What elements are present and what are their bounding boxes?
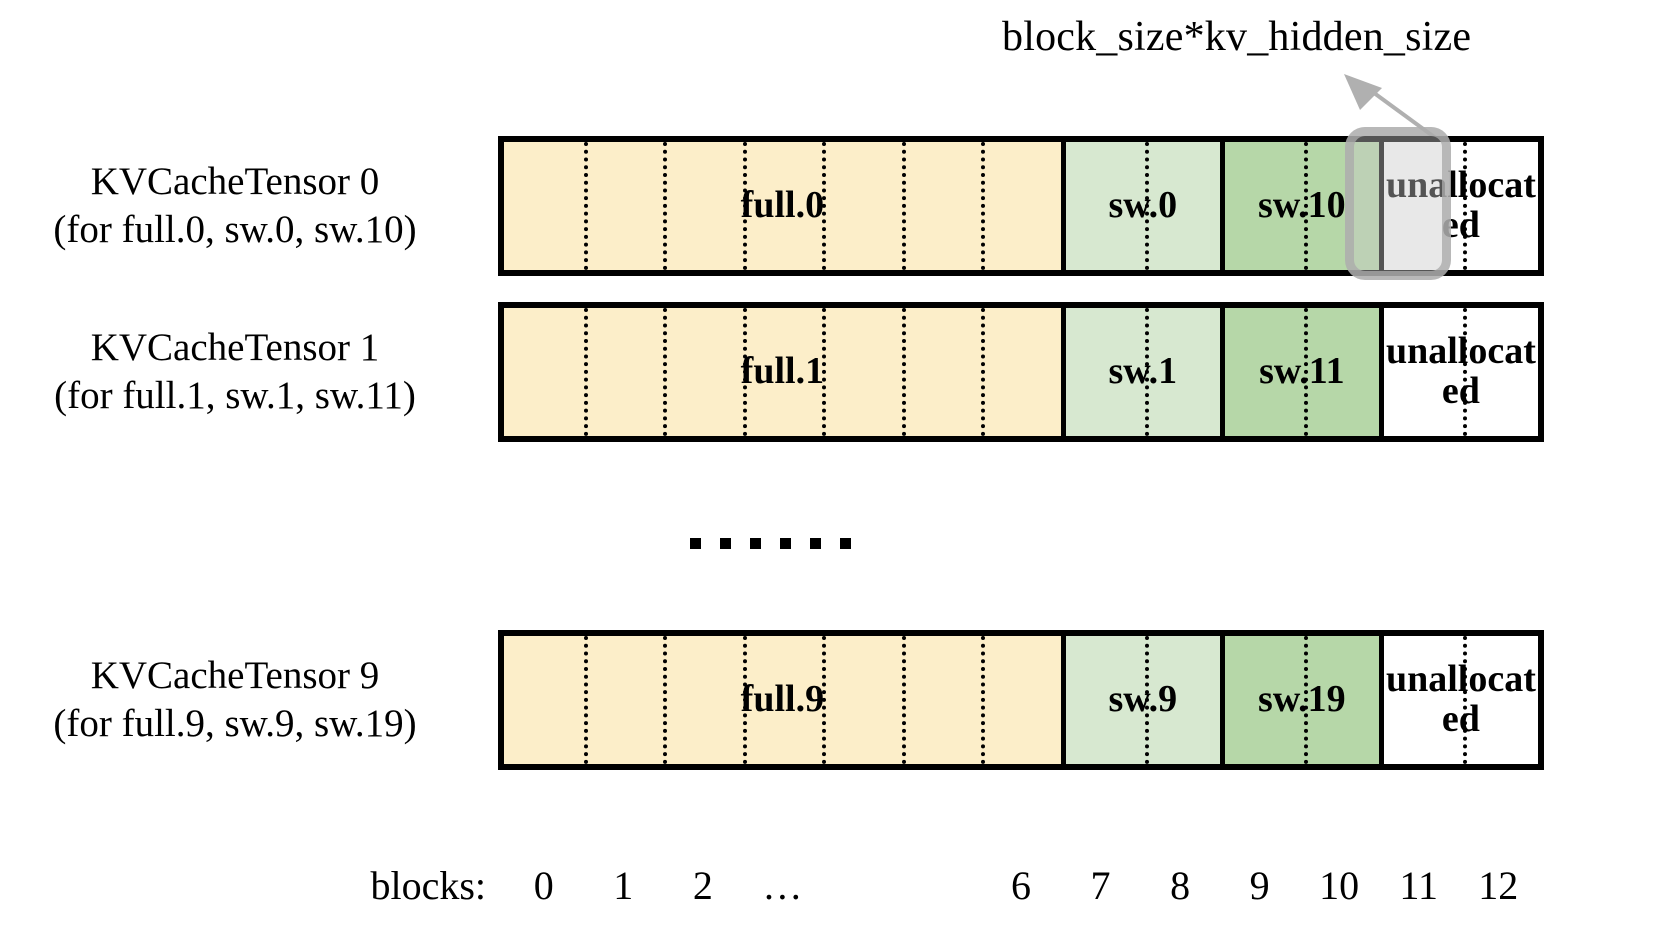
ellipsis-dot [810,538,821,549]
kvcache-bar: full.9 sw.9 sw.19 unallocated [498,630,1544,770]
bar-segment: full.0 [504,142,1061,270]
bar-segment: unallocated [1378,308,1538,436]
axis-tick: 12 [1478,863,1519,908]
block-divider [901,142,906,270]
ellipsis-dot [780,538,791,549]
bar-segment: sw.9 [1060,636,1220,764]
axis-tick: 10 [1319,863,1360,908]
axis-tick: … [762,863,803,908]
block-divider [822,142,827,270]
ellipsis-dot [840,538,851,549]
rows-ellipsis [690,538,851,549]
block-divider [901,636,906,764]
segment-label: sw.9 [1108,678,1178,721]
block-divider [1304,142,1309,270]
tensor-row: KVCacheTensor 9 (for full.9, sw.9, sw.19… [0,630,1676,770]
axis-tick: 9 [1249,863,1270,908]
segment-label: full.1 [740,350,825,393]
bar-segment: sw.0 [1060,142,1220,270]
block-divider [742,142,747,270]
block-divider [1463,308,1468,436]
segment-label: sw.10 [1258,184,1346,227]
ellipsis-dot [690,538,701,549]
row-title: KVCacheTensor 1 [90,326,380,370]
axis-tick: 1 [613,863,634,908]
row-title: KVCacheTensor 9 [90,654,380,698]
axis-tick: 2 [692,863,713,908]
bar-segment: sw.19 [1219,636,1379,764]
bar-segment: unallocated [1378,142,1538,270]
block-divider [1304,308,1309,436]
block-divider [1304,636,1309,764]
block-divider [822,308,827,436]
axis-tick: 0 [533,863,554,908]
row-subtitle: (for full.0, sw.0, sw.10) [53,208,417,251]
block-divider [1463,636,1468,764]
block-divider [663,142,668,270]
row-subtitle: (for full.1, sw.1, sw.11) [54,374,416,417]
block-divider [742,636,747,764]
segment-label: unallocated [1385,330,1536,412]
bar-segment: unallocated [1378,636,1538,764]
axis-tick: 11 [1399,863,1438,908]
block-divider [742,308,747,436]
bar-segment: sw.1 [1060,308,1220,436]
axis-tick: 7 [1090,863,1111,908]
block-divider [1145,308,1150,436]
row-label: KVCacheTensor 1 (for full.1, sw.1, sw.11… [0,302,470,442]
kvcache-bar: full.1 sw.1 sw.11 unallocated [498,302,1544,442]
bar-segment: sw.11 [1219,308,1379,436]
block-divider [1145,636,1150,764]
blocks-axis-title: blocks: [370,863,486,908]
callout-label: block_size*kv_hidden_size [1002,14,1472,60]
ellipsis-dot [750,538,761,549]
block-divider [981,308,986,436]
segment-label: sw.1 [1108,350,1178,393]
block-divider [1463,142,1468,270]
block-divider [822,636,827,764]
row-label: KVCacheTensor 9 (for full.9, sw.9, sw.19… [0,630,470,770]
axis-tick: 8 [1170,863,1191,908]
segment-label: sw.11 [1259,350,1345,393]
segment-label: full.9 [740,678,825,721]
row-subtitle: (for full.9, sw.9, sw.19) [53,702,417,745]
bar-segment: full.1 [504,308,1061,436]
kvcache-bar: full.0 sw.0 sw.10 unallocated [498,136,1544,276]
ellipsis-dot [720,538,731,549]
block-divider [901,308,906,436]
block-highlight-box [1345,127,1451,280]
block-divider [981,142,986,270]
block-divider [663,308,668,436]
segment-label: sw.19 [1258,678,1346,721]
tensor-row: KVCacheTensor 1 (for full.1, sw.1, sw.11… [0,302,1676,442]
block-divider [583,308,588,436]
row-title: KVCacheTensor 0 [90,160,380,204]
segment-label: full.0 [740,184,825,227]
block-divider [981,636,986,764]
row-label: KVCacheTensor 0 (for full.0, sw.0, sw.10… [0,136,470,276]
block-divider [663,636,668,764]
axis-tick: 6 [1011,863,1031,908]
segment-label: sw.0 [1108,184,1178,227]
tensor-row: KVCacheTensor 0 (for full.0, sw.0, sw.10… [0,136,1676,276]
block-divider [583,142,588,270]
segment-label: unallocated [1385,164,1536,246]
segment-label: unallocated [1385,658,1536,740]
bar-segment: full.9 [504,636,1061,764]
block-divider [583,636,588,764]
block-divider [1145,142,1150,270]
